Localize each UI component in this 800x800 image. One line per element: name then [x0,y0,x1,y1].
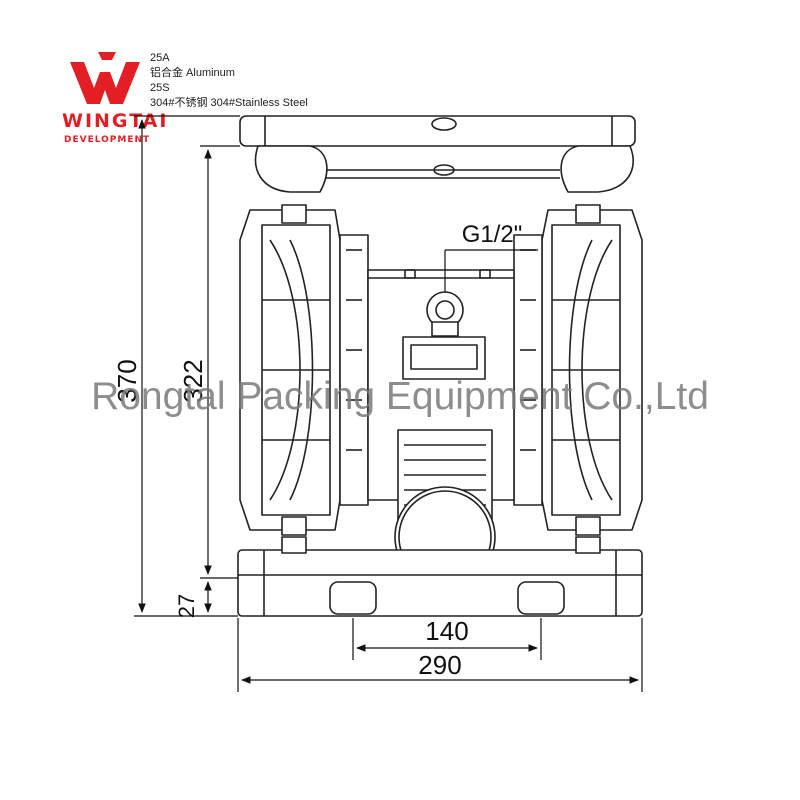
spec-code-aluminum: 25A [150,52,170,64]
spec-desc-stainless: 304#不锈钢 304#Stainless Steel [150,96,308,109]
dimension-lines [134,115,643,692]
dimension-overall-height: 370 [112,359,142,402]
spec-code-stainless: 25S [150,82,170,94]
brand-subtitle: DEVELOPMENT [64,135,150,145]
watermark-text: Rongtal Packing Equipment Co.,Ltd [91,375,709,418]
dimension-inner-height: 322 [178,359,208,402]
spec-desc-aluminum: 铝合金 Aluminum [150,65,235,79]
pump-body-drawing [237,115,643,617]
port-size-label: G1/2" [462,221,523,248]
dimension-inlet-spacing: 140 [425,616,468,646]
dimension-base-height: 27 [174,594,199,618]
dimension-overall-width: 290 [418,650,461,680]
material-specs: 25A 铝合金 Aluminum 25S 304#不锈钢 304#Stainle… [150,52,308,109]
wingtai-logo-mark-icon [70,52,140,104]
brand-name: WINGTAI [62,110,168,132]
